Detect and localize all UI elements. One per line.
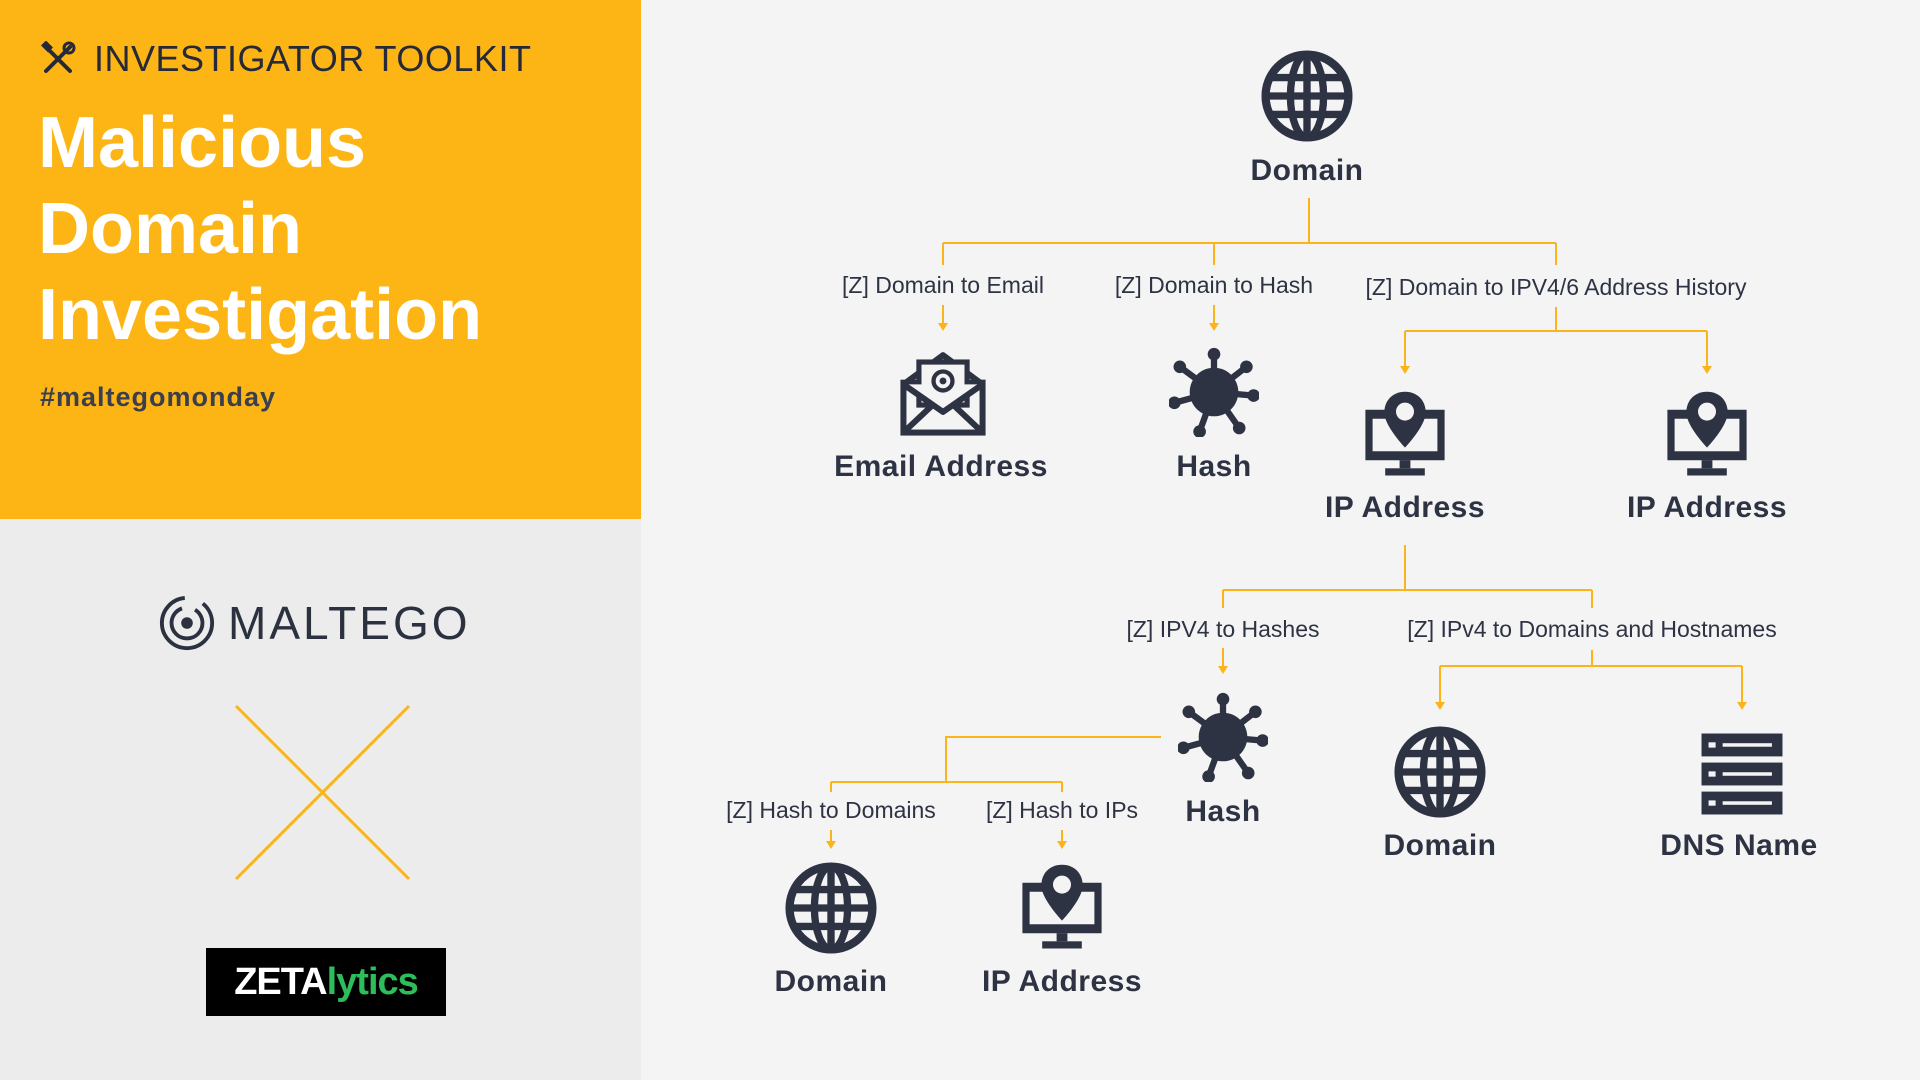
collaboration-cross-icon: [234, 704, 411, 881]
arrow-dns: [1737, 702, 1747, 710]
node-ip-address-2-label: IP Address: [1626, 491, 1788, 524]
edge-ip-history: [1404, 307, 1708, 368]
edge-label-domain-to-hash: [Z] Domain to Hash: [1114, 272, 1314, 298]
node-ip-address-1-label: IP Address: [1324, 491, 1486, 524]
edge-label-ipv4-to-hashes: [Z] IPV4 to Hashes: [1126, 616, 1320, 642]
maltego-wordmark: MALTEGO: [228, 597, 471, 649]
arrow-ip-2: [1702, 366, 1712, 374]
node-domain-2-label: Domain: [1383, 829, 1497, 862]
edge-label-ipv4-to-domains: [Z] IPv4 to Domains and Hostnames: [1407, 616, 1777, 642]
virus-icon: [1169, 347, 1259, 437]
arrow-email: [938, 323, 948, 331]
edge-root: [942, 198, 1557, 265]
email-icon: [900, 348, 986, 438]
node-ip-address-3-label: IP Address: [981, 965, 1143, 998]
arrow-hash-2: [1218, 666, 1228, 674]
edge-label-hash-to-ips: [Z] Hash to IPs: [985, 797, 1139, 823]
hashtag: #maltegomonday: [40, 382, 277, 412]
edge-hash-branch: [830, 736, 1161, 792]
maltego-logo-icon: [159, 595, 215, 651]
header-panel: [0, 0, 641, 519]
globe-icon: [1394, 726, 1486, 818]
edge-ip-branch: [1222, 545, 1593, 608]
node-email-address-label: Email Address: [834, 450, 1048, 483]
node-hash-2-label: Hash: [1185, 795, 1261, 828]
virus-icon: [1178, 692, 1268, 782]
edge-label-hash-to-domains: [Z] Hash to Domains: [726, 797, 936, 823]
arrow-ip-1: [1400, 366, 1410, 374]
edge-label-domain-to-email: [Z] Domain to Email: [842, 272, 1044, 298]
arrow-domain-2: [1435, 702, 1445, 710]
zetalytics-logo: ZETA lytics: [206, 948, 446, 1016]
title-line: Domain: [38, 189, 303, 269]
ip-monitor-icon: [1662, 389, 1752, 481]
arrow-ip-3: [1057, 841, 1067, 849]
arrow-hash: [1209, 323, 1219, 331]
edge-ipv4-domains: [1439, 650, 1743, 704]
zetalytics-wordmark-suffix: lytics: [326, 960, 419, 1003]
node-hash-1-label: Hash: [1176, 450, 1252, 483]
maltego-logo: MALTEGO: [158, 593, 471, 653]
arrow-domain-3: [826, 841, 836, 849]
ip-monitor-icon: [1017, 862, 1107, 954]
tools-icon: [40, 41, 76, 73]
node-root-domain-label: Domain: [1250, 154, 1364, 187]
zetalytics-wordmark-prefix: ZETA: [234, 960, 327, 1003]
edge-label-domain-to-ip-history: [Z] Domain to IPV4/6 Address History: [1365, 274, 1747, 300]
toolkit-label: INVESTIGATOR TOOLKIT: [94, 38, 532, 79]
server-icon: [1696, 730, 1788, 818]
globe-icon: [785, 862, 877, 954]
title-line: Malicious: [38, 103, 367, 183]
page-title: Malicious Domain Investigation: [38, 100, 618, 358]
toolkit-header: INVESTIGATOR TOOLKIT: [40, 38, 531, 80]
node-dns-name-label: DNS Name: [1660, 829, 1818, 862]
node-domain-3-label: Domain: [774, 965, 888, 998]
title-line: Investigation: [38, 275, 483, 355]
globe-icon: [1261, 50, 1353, 142]
